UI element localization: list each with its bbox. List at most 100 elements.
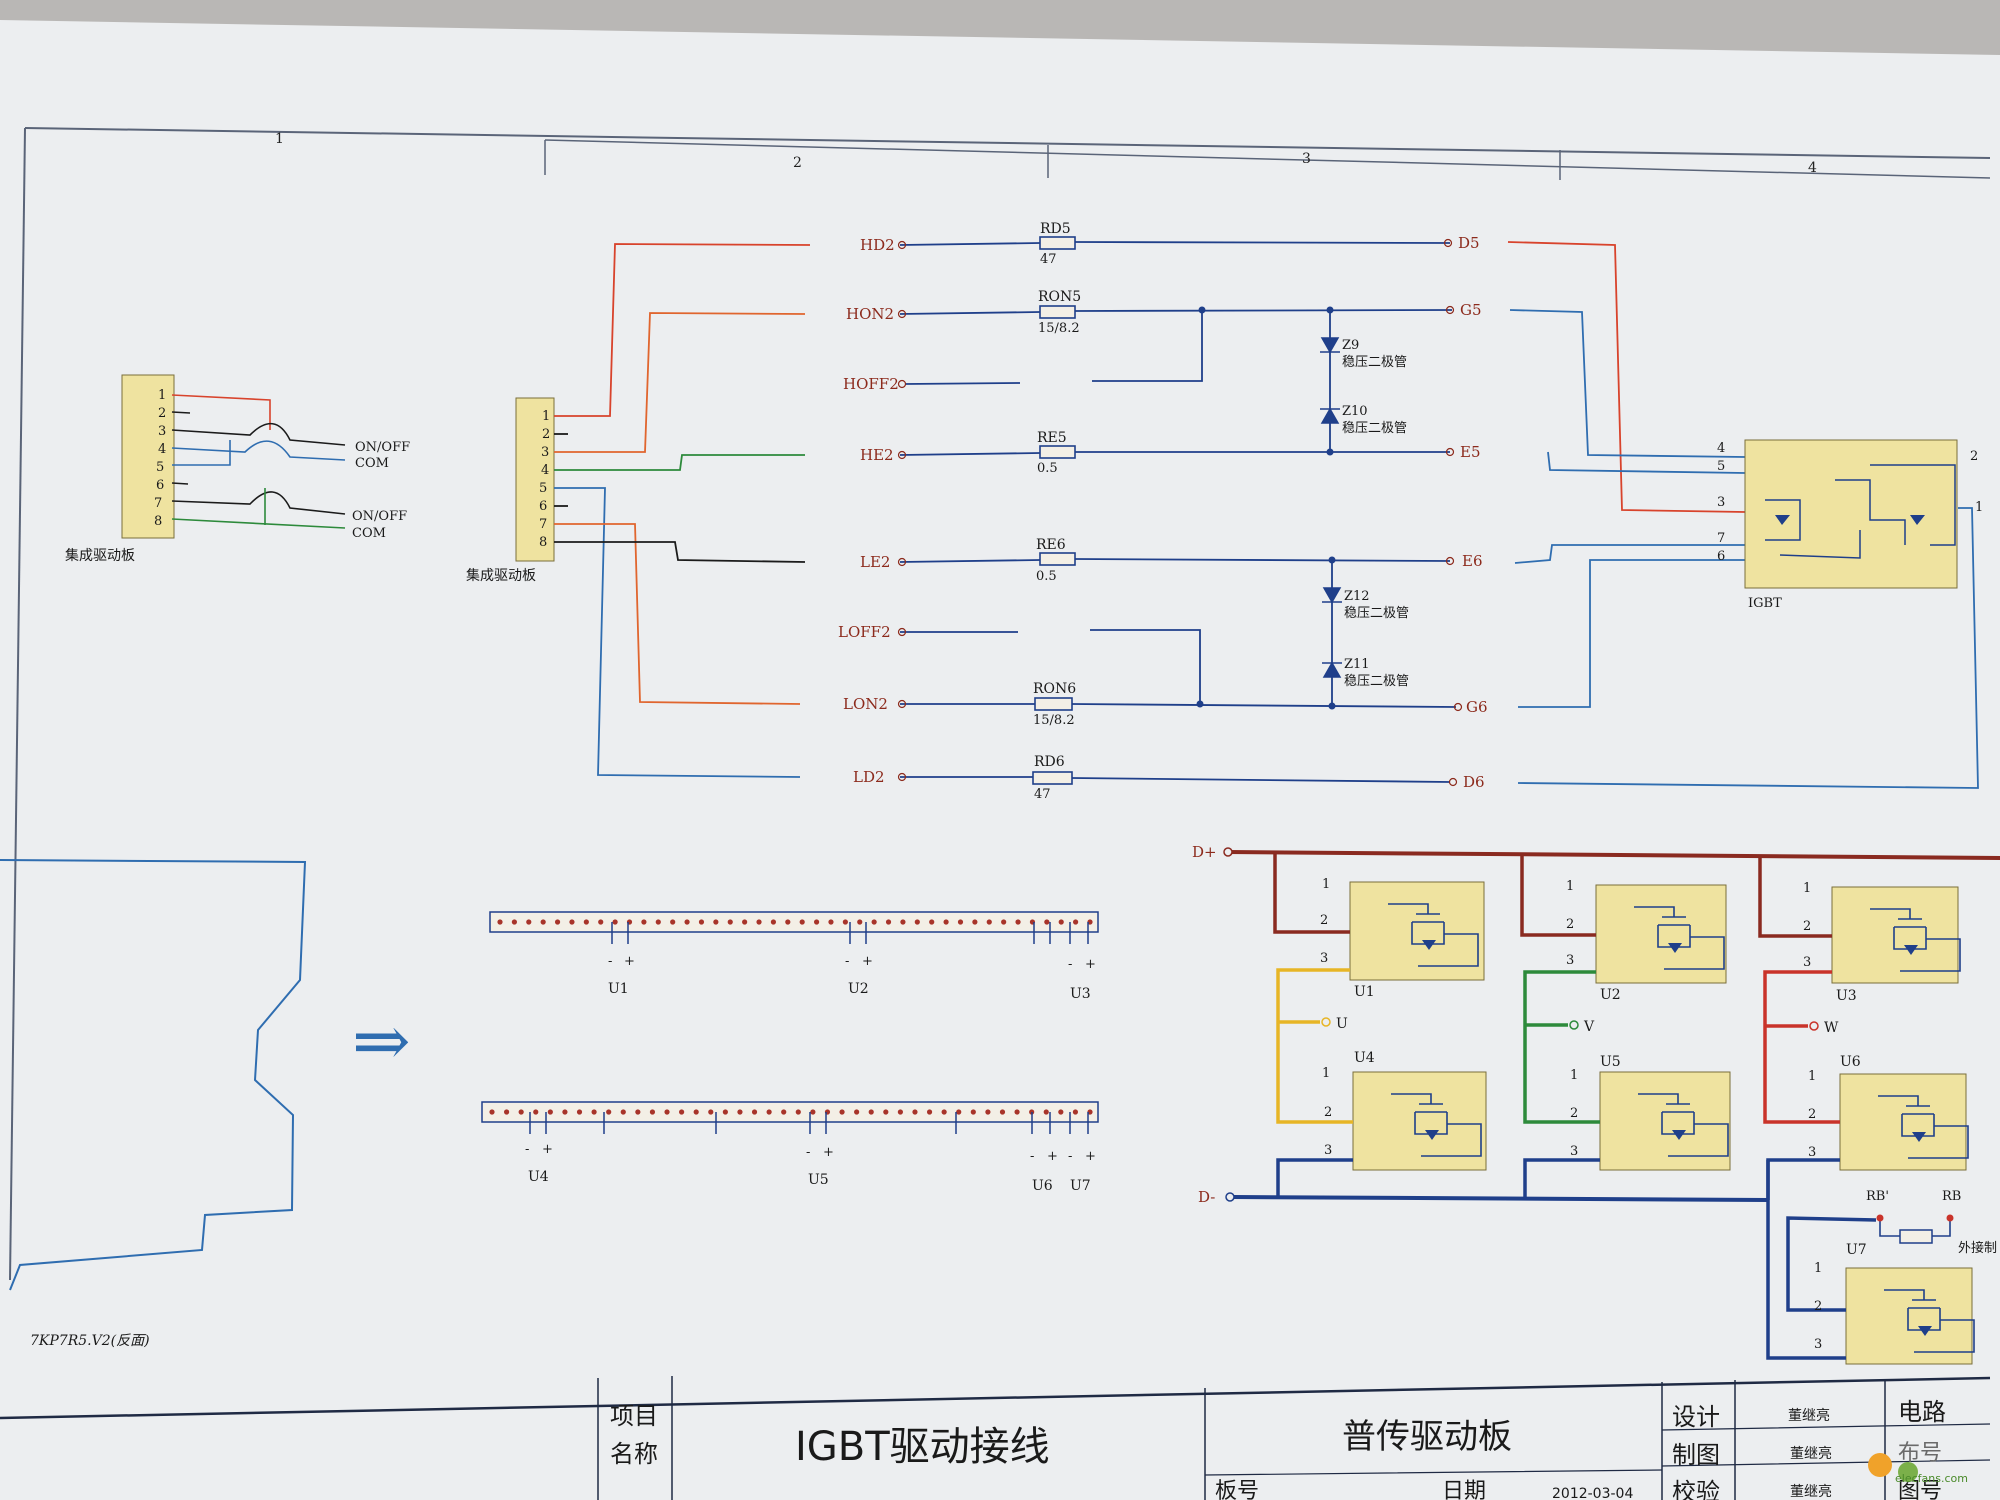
phase-u-terminal xyxy=(1321,1017,1331,1027)
switch-label-4: COM xyxy=(352,526,386,541)
phase-v-wire xyxy=(1523,970,1600,1124)
tb-draw-label: 制图 xyxy=(1672,1441,1720,1469)
left-wire-2 xyxy=(171,411,191,414)
tb-board-name: 普传驱动板 xyxy=(1342,1417,1512,1457)
igbt-wire-e6 xyxy=(1514,544,1745,564)
u3-pin-3: 3 xyxy=(1803,955,1811,970)
u4-pin-3: 3 xyxy=(1324,1143,1332,1158)
u5-pin-3: 3 xyxy=(1570,1144,1578,1159)
u7-pin-3: 3 xyxy=(1814,1337,1822,1352)
strip-dot xyxy=(795,1109,801,1115)
left-pin-6: 6 xyxy=(156,478,164,493)
phase-w-terminal xyxy=(1809,1021,1819,1031)
strip-dot xyxy=(547,1109,553,1115)
mid-connector-body xyxy=(515,397,555,562)
tb-circuit-no: 布号 xyxy=(1898,1441,1942,1466)
strip-top-u2-plus: + xyxy=(862,954,873,969)
igbt-pin-2: 2 xyxy=(1970,449,1978,464)
left-pin-7: 7 xyxy=(154,496,162,511)
u3-pin2-wire xyxy=(1758,856,1832,938)
strip-bottom-u4-minus: - xyxy=(525,1142,529,1157)
module-label-u2: U2 xyxy=(1600,987,1621,1003)
strip-bottom-u6-plus: + xyxy=(1047,1149,1058,1164)
module-u3 xyxy=(1831,886,1959,984)
left-connector-body xyxy=(121,374,175,539)
res-name-rd5: RD5 xyxy=(1040,221,1071,237)
resistor-ron5 xyxy=(1039,305,1076,319)
paper-shadow xyxy=(0,0,2000,55)
left-connector: 1 2 3 4 5 6 7 8 集成驱动板 ON/OFF COM ON/OFF … xyxy=(65,374,410,564)
wire-hd2-d5 xyxy=(899,241,1451,246)
strip-dot xyxy=(839,1109,845,1115)
tb-dividers xyxy=(597,1376,1886,1500)
strip-dot xyxy=(693,1109,699,1115)
zener-name-z11: Z11 xyxy=(1344,657,1370,672)
left-wire-8 xyxy=(171,518,346,529)
strip-dot xyxy=(620,1109,626,1115)
mid-pin-8: 8 xyxy=(539,535,547,550)
strip-bottom-u7-plus: + xyxy=(1085,1149,1096,1164)
signal-labels-right: D5 G5 E5 E6 G6 D6 xyxy=(1458,234,1488,791)
tb-circuit-label: 电路 xyxy=(1898,1398,1946,1426)
mid-wire-he2 xyxy=(554,454,805,471)
rail-neg-label: D- xyxy=(1198,1188,1215,1206)
terminal-hoff2 xyxy=(897,379,907,389)
strip-dot xyxy=(612,919,618,925)
resistor-rd5 xyxy=(1039,236,1076,250)
board-outline: 7KP7R5.V2(反面) xyxy=(0,859,307,1349)
phase-w-wire xyxy=(1763,970,1840,1124)
border-left xyxy=(9,127,26,1281)
tb-rows xyxy=(1204,1423,1991,1476)
signal-e5: E5 xyxy=(1460,443,1481,461)
terminal-d5 xyxy=(1443,238,1453,248)
strip-dot xyxy=(941,1109,947,1115)
strip-dot xyxy=(569,919,575,925)
signal-hoff2: HOFF2 xyxy=(843,375,899,393)
igbt-symbol-icon xyxy=(1878,1095,1969,1159)
u1-pin2-wire xyxy=(1273,852,1350,934)
strip-dot xyxy=(591,1109,597,1115)
strip-dot xyxy=(868,1109,874,1115)
res-val-ron5: 15/8.2 xyxy=(1038,321,1080,336)
res-val-re6: 0.5 xyxy=(1036,569,1057,584)
strip-dot xyxy=(727,919,733,925)
module-label-u7: U7 xyxy=(1846,1242,1867,1258)
strip-dot xyxy=(756,919,762,925)
terminal-lon2 xyxy=(897,699,907,709)
strip-dot xyxy=(606,1109,612,1115)
terminal-g5 xyxy=(1445,305,1455,315)
strip-dot xyxy=(1073,919,1079,925)
junctions xyxy=(1196,306,1336,710)
igbt-wire-g6 xyxy=(1518,559,1745,708)
mid-connector: 1 2 3 4 5 6 7 8 集成驱动板 xyxy=(466,243,811,778)
res-val-rd5: 47 xyxy=(1040,252,1057,267)
watermark-leaf-icon xyxy=(1898,1462,1918,1482)
tb-check-label: 校验 xyxy=(1672,1478,1720,1500)
gate-network xyxy=(899,241,1457,783)
resistor-ron6 xyxy=(1034,697,1073,711)
igbt-wire-d6 xyxy=(1517,507,1979,789)
mid-pin-1: 1 xyxy=(542,409,550,424)
strip-dot xyxy=(871,919,877,925)
tb-project-label-2: 名称 xyxy=(610,1440,658,1468)
signal-g5: G5 xyxy=(1460,301,1482,319)
strip-dot xyxy=(670,919,676,925)
strip-top-u3-minus: - xyxy=(1068,957,1072,972)
left-pin-3: 3 xyxy=(158,424,166,439)
strip-dot xyxy=(1072,1109,1079,1115)
zener-z11 xyxy=(1322,661,1342,678)
signal-g6: G6 xyxy=(1466,698,1488,716)
igbt-wire-d5 xyxy=(1507,241,1746,513)
strip-bottom-u4-plus: + xyxy=(542,1142,553,1157)
strip-dot xyxy=(679,1109,685,1115)
strip-top-dots xyxy=(497,919,1093,944)
igbt-symbol-icon xyxy=(1870,908,1961,972)
module-label-u5: U5 xyxy=(1600,1054,1621,1070)
left-wire-5 xyxy=(172,440,231,466)
left-pin-8: 8 xyxy=(154,514,162,529)
strip-dot xyxy=(970,1109,976,1115)
phase-v-label: V xyxy=(1583,1019,1595,1035)
strip-top: - + U1 - + U2 - + U3 xyxy=(489,911,1099,1002)
board-outline-path xyxy=(0,859,307,1291)
mid-connector-label: 集成驱动板 xyxy=(466,567,536,584)
